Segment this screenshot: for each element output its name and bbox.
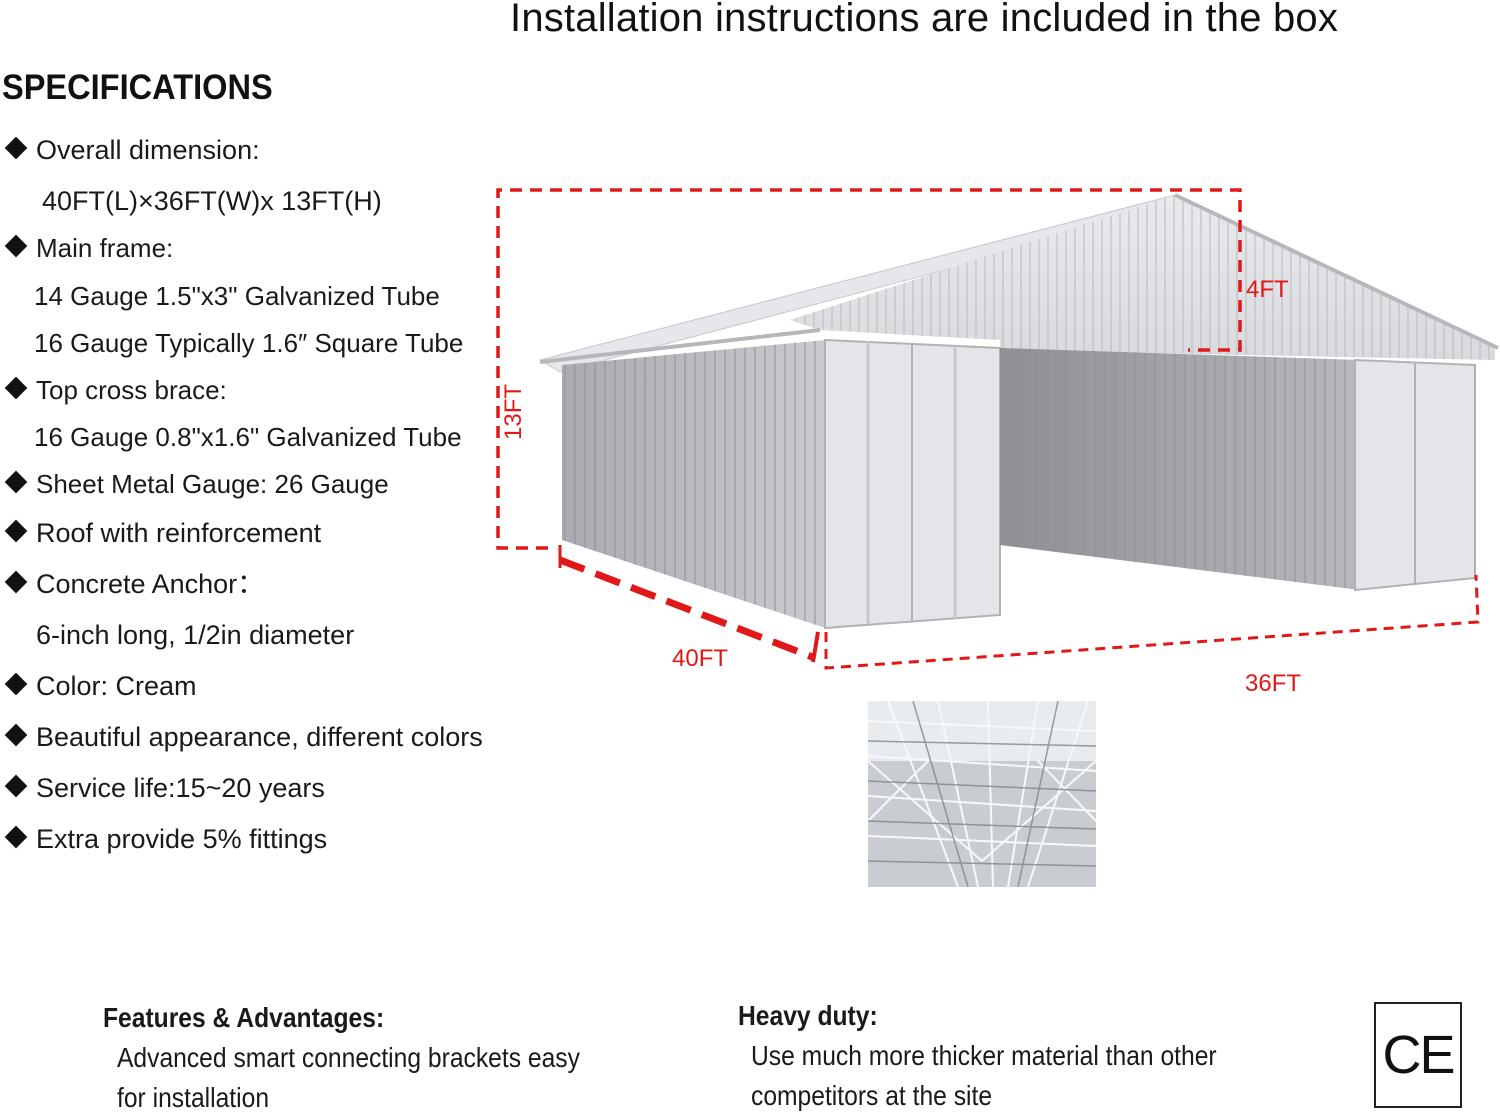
width-label: 36FT <box>1245 670 1302 697</box>
spec-overall-dimension-value: 40FT(L)×36FT(W)x 13FT(H) <box>42 186 382 216</box>
spec-extra-fittings: Extra provide 5% fittings <box>0 826 327 853</box>
spec-sheet-metal: Sheet Metal Gauge: 26 Gauge <box>0 470 389 497</box>
spec-main-frame: Main frame: <box>0 234 173 261</box>
height-label: 13FT <box>500 383 527 440</box>
spec-concrete-anchor: Concrete Anchor： <box>0 571 264 598</box>
features-line-2: for installation <box>117 1082 270 1113</box>
height-dimension-line <box>496 188 1242 550</box>
diamond-bullet-icon <box>4 672 28 696</box>
header-instructions: Installation instructions are included i… <box>510 0 1339 40</box>
heavy-duty-line-2: competitors at the site <box>751 1080 993 1111</box>
width-dimension-line <box>824 574 1480 670</box>
diamond-bullet-icon <box>4 825 28 849</box>
ce-mark-text: CE <box>1382 1025 1455 1085</box>
garage-illustration <box>496 188 1499 670</box>
spec-top-cross-brace-tube: 16 Gauge 0.8"x1.6" Galvanized Tube <box>34 422 462 452</box>
spec-service-life: Service life:15~20 years <box>0 775 325 802</box>
heavy-duty-title: Heavy duty: <box>738 1000 878 1031</box>
roof-height-label: 4FT <box>1246 276 1289 303</box>
ce-mark-icon: CE <box>1374 1002 1462 1108</box>
diamond-bullet-icon <box>4 774 28 798</box>
diamond-bullet-icon <box>4 470 28 494</box>
spec-concrete-anchor-value: 6-inch long, 1/2in diameter <box>36 620 355 650</box>
diamond-bullet-icon <box>4 376 28 400</box>
diamond-bullet-icon <box>4 723 28 747</box>
spec-color: Color: Cream <box>0 673 197 700</box>
dimension-lines <box>496 188 1480 670</box>
diamond-bullet-icon <box>4 234 28 258</box>
diamond-bullet-icon <box>4 570 28 594</box>
diamond-bullet-icon <box>4 519 28 543</box>
specifications-title: SPECIFICATIONS <box>2 68 273 107</box>
spec-main-frame-tube-1: 14 Gauge 1.5"x3" Galvanized Tube <box>34 281 440 311</box>
spec-overall-dimension: Overall dimension: <box>0 137 260 164</box>
length-dimension-line <box>558 556 817 662</box>
length-label: 40FT <box>672 645 729 672</box>
spec-appearance: Beautiful appearance, different colors <box>0 724 483 751</box>
heavy-duty-line-1: Use much more thicker material than othe… <box>751 1040 1217 1071</box>
features-line-1: Advanced smart connecting brackets easy <box>117 1042 580 1073</box>
spec-roof: Roof with reinforcement <box>0 520 321 547</box>
spec-main-frame-tube-2: 16 Gauge Typically 1.6″ Square Tube <box>34 328 464 358</box>
features-title: Features & Advantages: <box>103 1002 385 1033</box>
spec-top-cross-brace: Top cross brace: <box>0 376 227 403</box>
diamond-bullet-icon <box>4 136 28 160</box>
roof-truss-photo <box>868 701 1096 887</box>
